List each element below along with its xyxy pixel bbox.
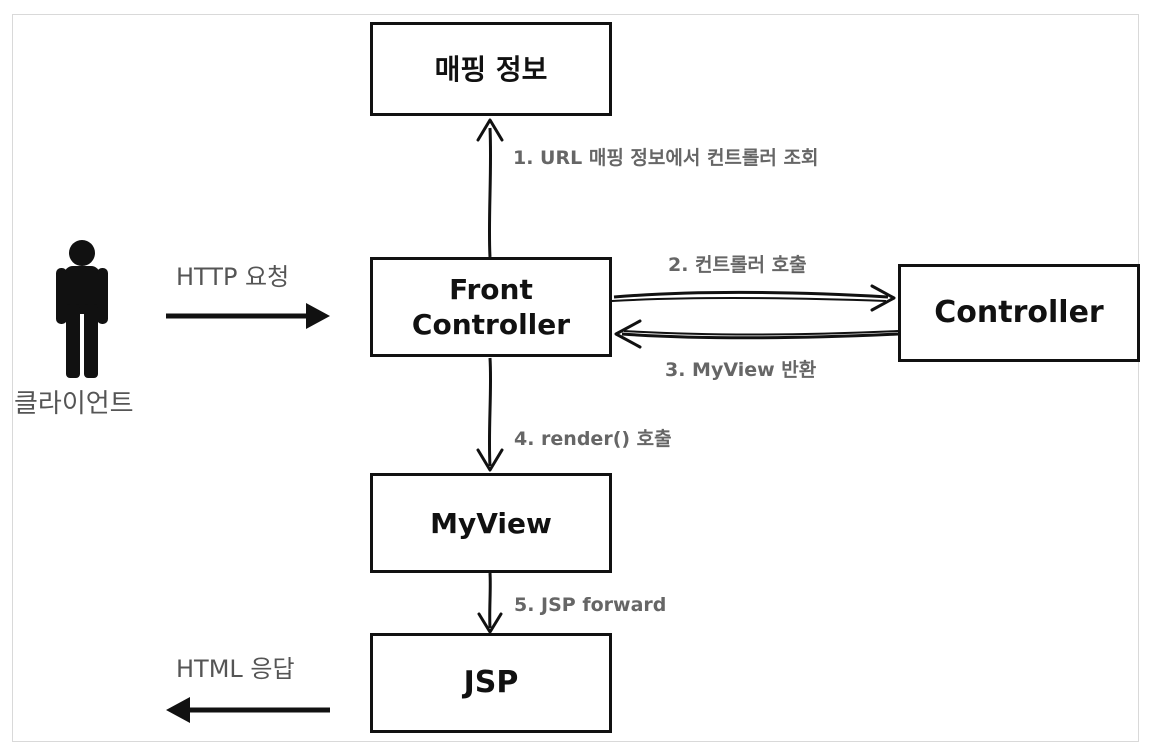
- myview-box: MyView: [370, 473, 612, 573]
- controller-label: Controller: [934, 295, 1104, 331]
- step1-arrow: [476, 118, 504, 258]
- step2-label: 2. 컨트롤러 호출: [668, 254, 807, 276]
- request-arrow: [166, 303, 330, 329]
- myview-label: MyView: [430, 506, 552, 540]
- controller-box: Controller: [898, 264, 1140, 362]
- step2-arrow: [611, 284, 896, 312]
- response-label: HTML 응답: [176, 655, 295, 683]
- diagram-frame: [12, 14, 1139, 742]
- front-controller-line2: Controller: [411, 308, 571, 341]
- step4-arrow: [476, 357, 504, 472]
- step5-arrow: [477, 572, 503, 634]
- step5-label: 5. JSP forward: [514, 594, 667, 616]
- jsp-label: JSP: [463, 665, 519, 701]
- response-arrow: [166, 697, 330, 723]
- step4-label: 4. render() 호출: [514, 428, 672, 450]
- step3-arrow: [614, 319, 899, 349]
- step3-label: 3. MyView 반환: [665, 359, 817, 381]
- jsp-box: JSP: [370, 633, 612, 733]
- step1-label: 1. URL 매핑 정보에서 컨트롤러 조회: [513, 147, 819, 169]
- request-label: HTTP 요청: [176, 263, 290, 291]
- front-controller-box: Front Controller: [370, 257, 612, 357]
- front-controller-line1: Front: [449, 273, 533, 306]
- mapping-info-label: 매핑 정보: [434, 52, 548, 86]
- client-label: 클라이언트: [14, 389, 134, 419]
- person-icon: [56, 240, 108, 378]
- mapping-info-box: 매핑 정보: [370, 22, 612, 116]
